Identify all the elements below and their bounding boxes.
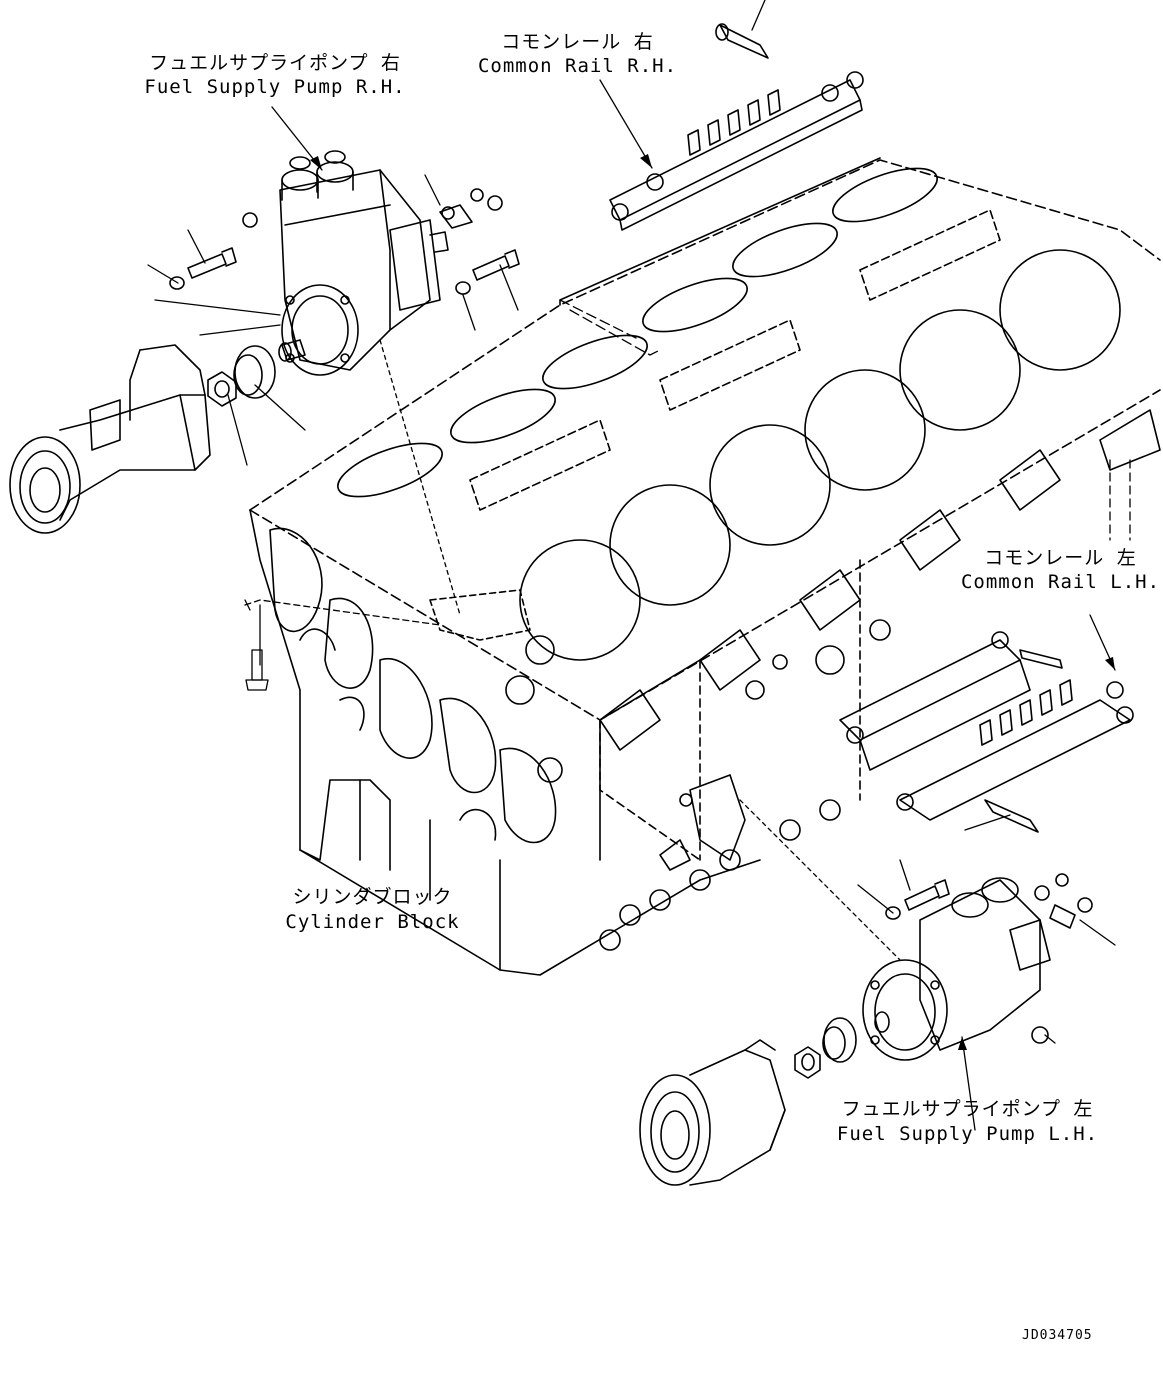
arrowheads [310,154,1115,1050]
cylinder-block [249,157,1161,976]
gear-housing-lh [639,1039,786,1186]
pump-rh-label-en: Fuel Supply Pump R.H. [144,76,406,98]
rail-lh-label-en: Common Rail L.H. [960,571,1161,593]
rail-rh-label-jp: コモンレール 右 [501,31,654,53]
common-rail-lh [745,619,1134,833]
common-rail-rh [609,23,864,231]
pump-lh-label-en: Fuel Supply Pump L.H. [836,1123,1099,1145]
drawing-code: JD034705 [1022,1328,1093,1343]
fuel-supply-pump-rh [169,150,520,407]
rail-lh-label-jp: コモンレール 左 [984,547,1137,569]
cylinder-block-label-jp: シリンダブロック [292,886,453,908]
cylinder-block-label-en: Cylinder Block [285,911,460,933]
gear-housing-rh [9,344,211,534]
pump-rh-label-jp: フュエルサプライポンプ 右 [149,52,401,74]
pump-lh-label-jp: フュエルサプライポンプ 左 [841,1098,1094,1120]
leader-lines [147,0,1131,1131]
rail-rh-label-en: Common Rail R.H. [477,55,678,77]
fuel-supply-pump-lh [794,873,1093,1079]
